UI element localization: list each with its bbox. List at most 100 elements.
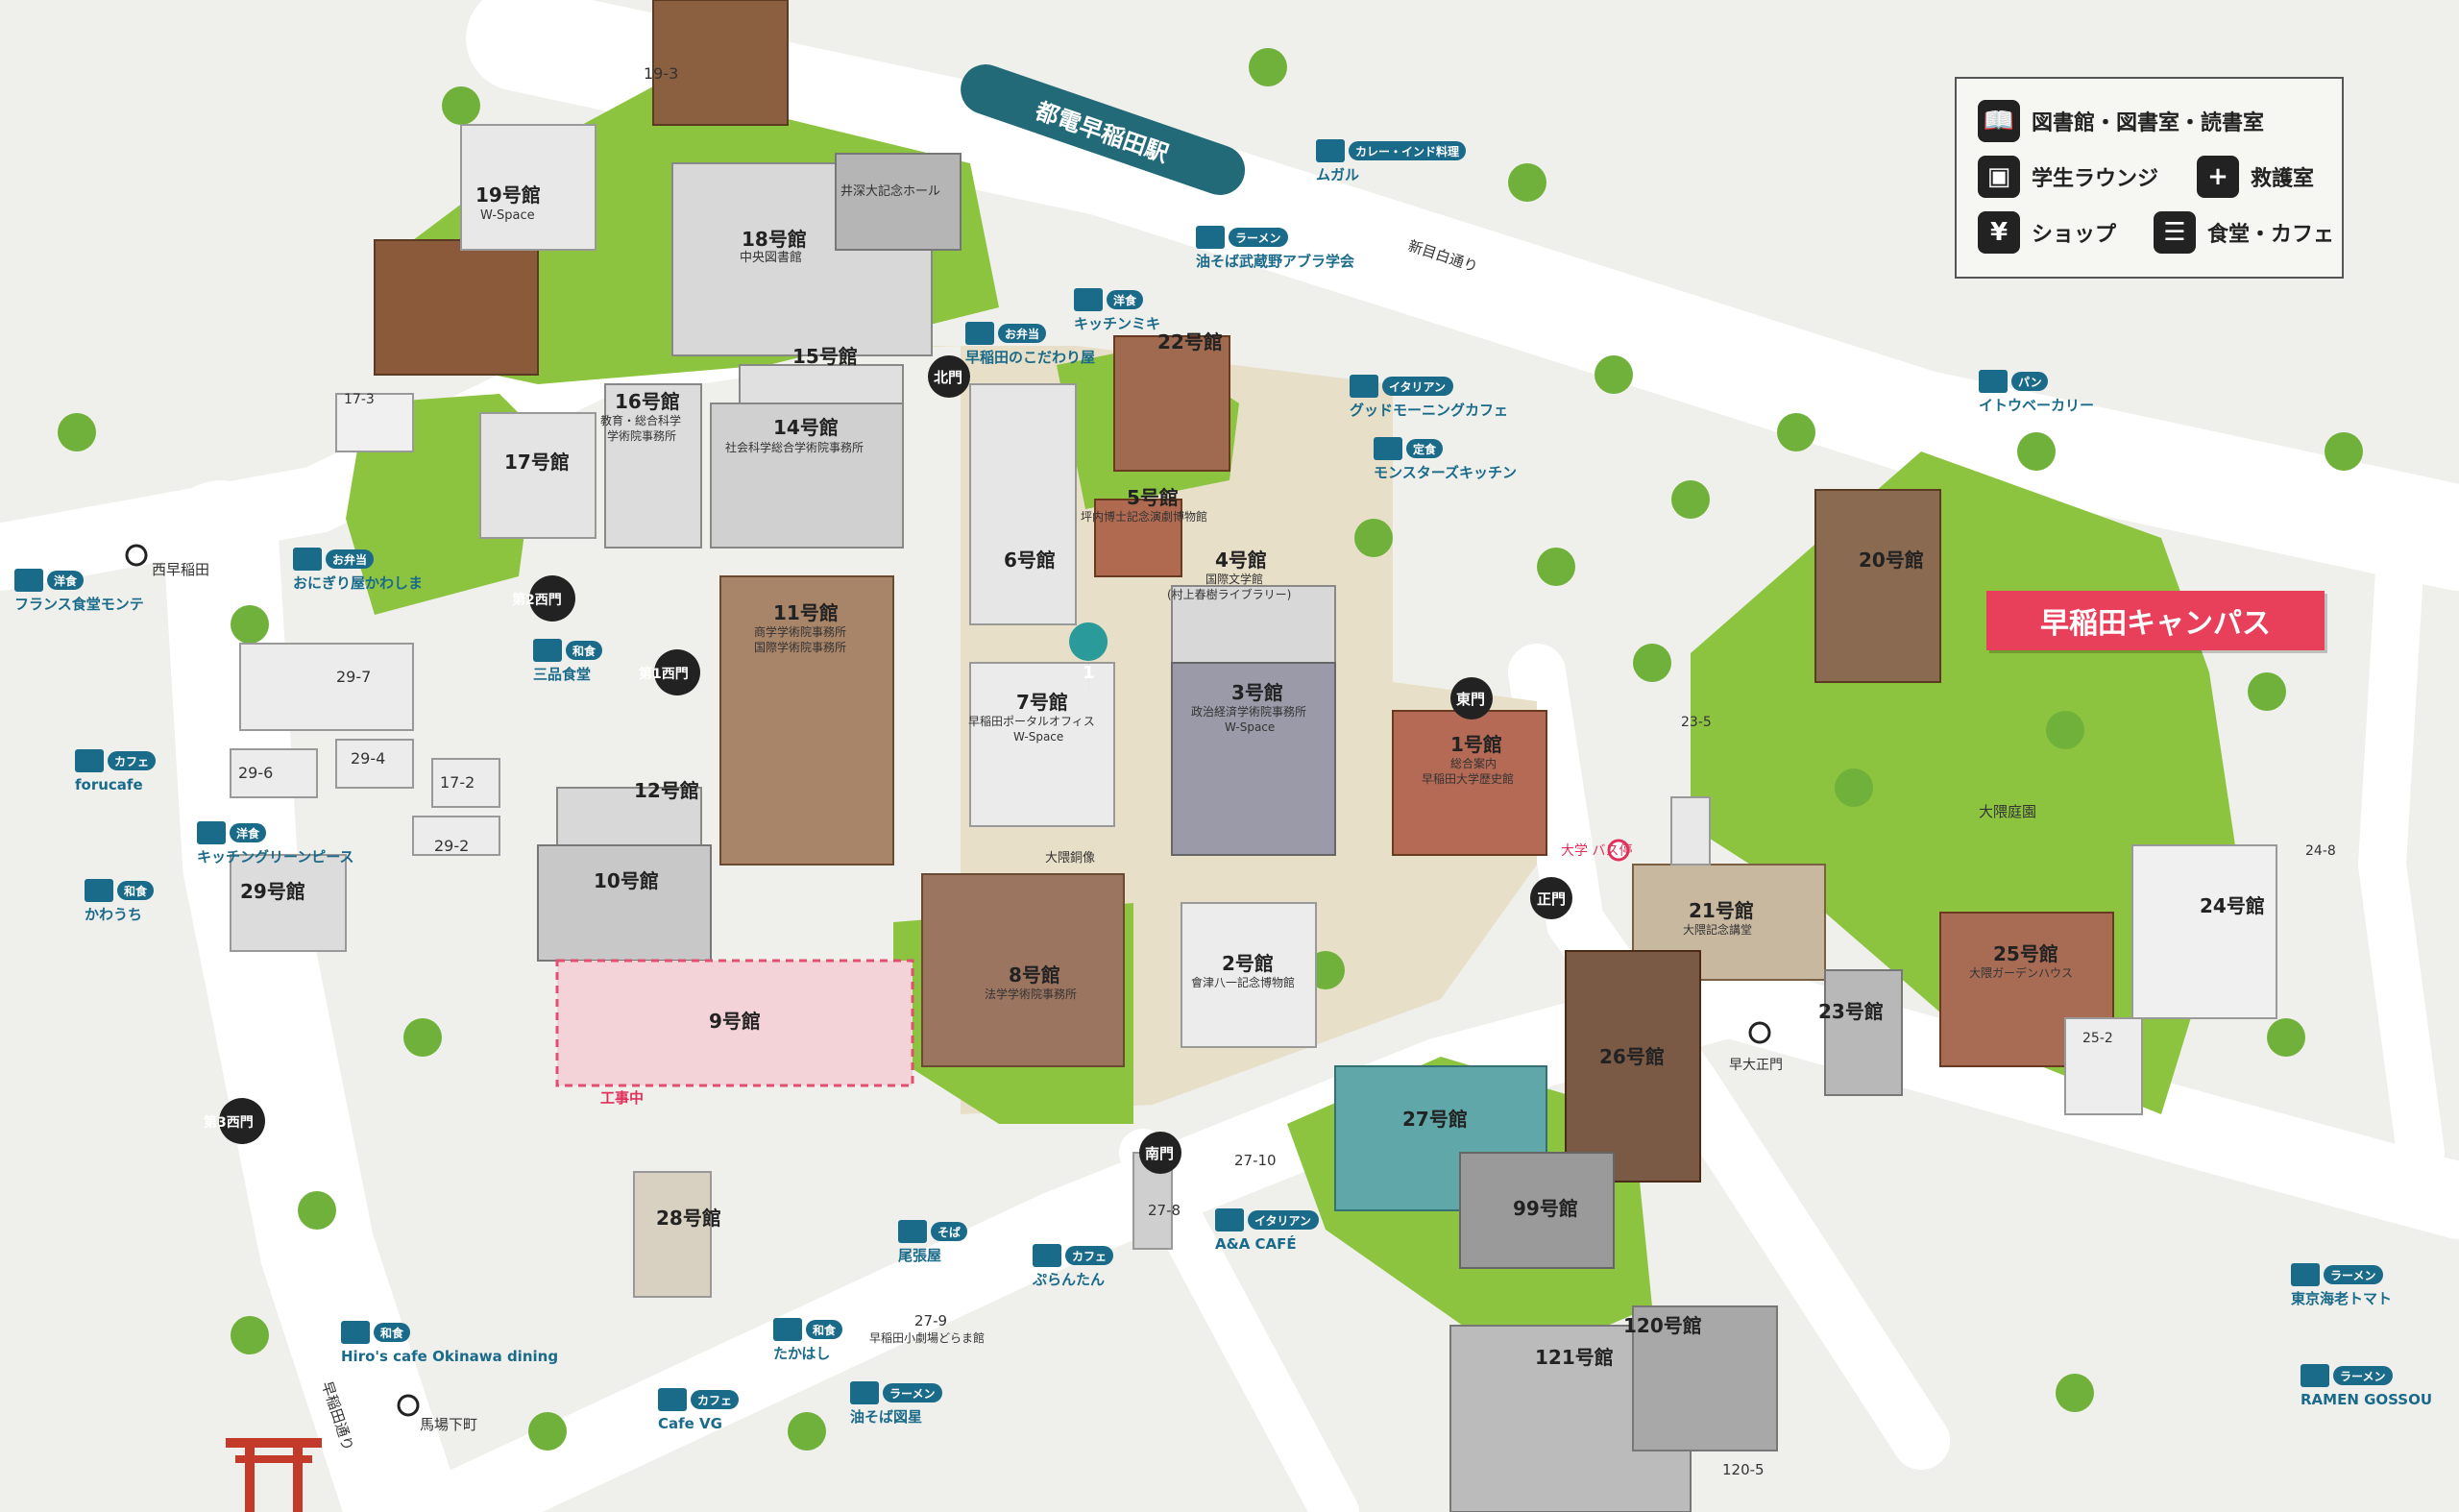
label-ibuka: 井深大記念ホール: [840, 183, 940, 199]
tree: [403, 1018, 442, 1057]
building-5: [1094, 499, 1182, 577]
label-8-sub: 法学学術院事務所: [985, 987, 1077, 1001]
shop-category-badge: [1065, 1246, 1113, 1265]
store-icon: [898, 1220, 927, 1243]
shop-category-badge: [1248, 1210, 1319, 1230]
shop-name: ムガル: [1316, 166, 1359, 183]
label-14: 14号館: [773, 416, 839, 439]
south-lane: [1119, 1129, 1359, 1512]
label-19: 19号館: [475, 183, 541, 207]
gate-east[interactable]: 東門: [1450, 677, 1493, 719]
label-17-3: 17-3: [344, 392, 375, 407]
fork-knife-icon: ☰: [2154, 211, 2196, 254]
tree: [442, 86, 480, 125]
shop-category-badge: [108, 751, 156, 770]
gate-south[interactable]: 南門: [1139, 1132, 1181, 1174]
label-4-sub1: 国際文学館: [1205, 572, 1263, 586]
tree: [1835, 768, 1873, 807]
shop-name: フランス食堂モンテ: [14, 596, 144, 613]
book-icon: 📖: [1978, 100, 2020, 142]
torii-icon: [226, 1438, 322, 1512]
label-26: 26号館: [1599, 1045, 1665, 1068]
store-icon: [773, 1318, 802, 1341]
label-7: 7号館: [1016, 691, 1068, 714]
shop-tags[interactable]: カレー・インド料理ムガルラーメン油そば武蔵野アブラ学会洋食キッチンミキお弁当早稲…: [14, 139, 2432, 1432]
shop-name: 油そば武蔵野アブラ学会: [1196, 253, 1354, 270]
store-icon: [14, 569, 43, 592]
location-marker[interactable]: 1: [1069, 622, 1108, 696]
shop-category: お弁当: [332, 552, 367, 567]
building-99: [1459, 1152, 1615, 1269]
store-icon: [1979, 370, 2008, 393]
label-25-2: 25-2: [2082, 1031, 2113, 1046]
tree: [1508, 163, 1546, 202]
gates[interactable]: 北門 東門 正門 南門 第1西門 第2西門 第3西門: [204, 355, 1572, 1174]
building-7: [969, 662, 1115, 827]
store-icon: [1074, 288, 1103, 311]
gate-west-3[interactable]: 第3西門: [204, 1098, 265, 1144]
label-29-2: 29-2: [434, 837, 469, 855]
yen-icon: ¥: [1978, 211, 2020, 254]
far-east-road: [2357, 514, 2445, 1177]
label-10: 10号館: [594, 869, 659, 892]
shop-name: ぷらんたん: [1032, 1271, 1105, 1288]
label-25-sub: 大隈ガーデンハウス: [1969, 965, 2073, 980]
label-1: 1号館: [1450, 733, 1502, 756]
shop-name: キッチンミキ: [1074, 315, 1160, 332]
label-15: 15号館: [792, 345, 858, 368]
shop-category: 洋食: [54, 573, 78, 588]
gate-west-2[interactable]: 第2西門: [512, 575, 575, 622]
building-16: [604, 383, 702, 549]
shop-category-badge: [1382, 377, 1453, 396]
gate-west-1[interactable]: 第1西門: [639, 649, 700, 695]
store-icon: [533, 639, 562, 662]
gate-north[interactable]: 北門: [928, 355, 970, 398]
label-5: 5号館: [1127, 486, 1179, 509]
tree: [1249, 48, 1287, 86]
shop-category: お弁当: [1005, 327, 1039, 341]
tree: [2325, 432, 2363, 471]
shop-category: ラーメン: [2330, 1269, 2376, 1282]
tree: [788, 1412, 826, 1451]
svg-text:早大正門: 早大正門: [1729, 1058, 1783, 1073]
label-29: 29号館: [240, 880, 305, 903]
bus-stops: 西早稲田 大学 バス停 早大正門 馬場下町: [125, 544, 1783, 1433]
label-22: 22号館: [1157, 330, 1223, 354]
shop-category-badge: [806, 1320, 842, 1339]
building-14: [710, 402, 904, 549]
building-23: [1824, 969, 1903, 1096]
gate-main[interactable]: 正門: [1530, 877, 1572, 919]
shop-category-badge: [2324, 1265, 2383, 1284]
shop-category: 洋食: [236, 826, 260, 841]
label-11: 11号館: [773, 601, 839, 624]
svg-text:北門: 北門: [934, 369, 962, 386]
shop-name: イトウベーカリー: [1979, 397, 2094, 414]
store-icon: [1350, 375, 1378, 398]
building-19-3: [652, 0, 789, 126]
legend: 📖 図書館・図書室・読書室 ▣ 学生ラウンジ + 救護室 ¥ ショップ ☰ 食堂…: [1955, 77, 2344, 279]
label-6: 6号館: [1004, 549, 1056, 572]
label-1-sub1: 総合案内: [1450, 756, 1497, 770]
